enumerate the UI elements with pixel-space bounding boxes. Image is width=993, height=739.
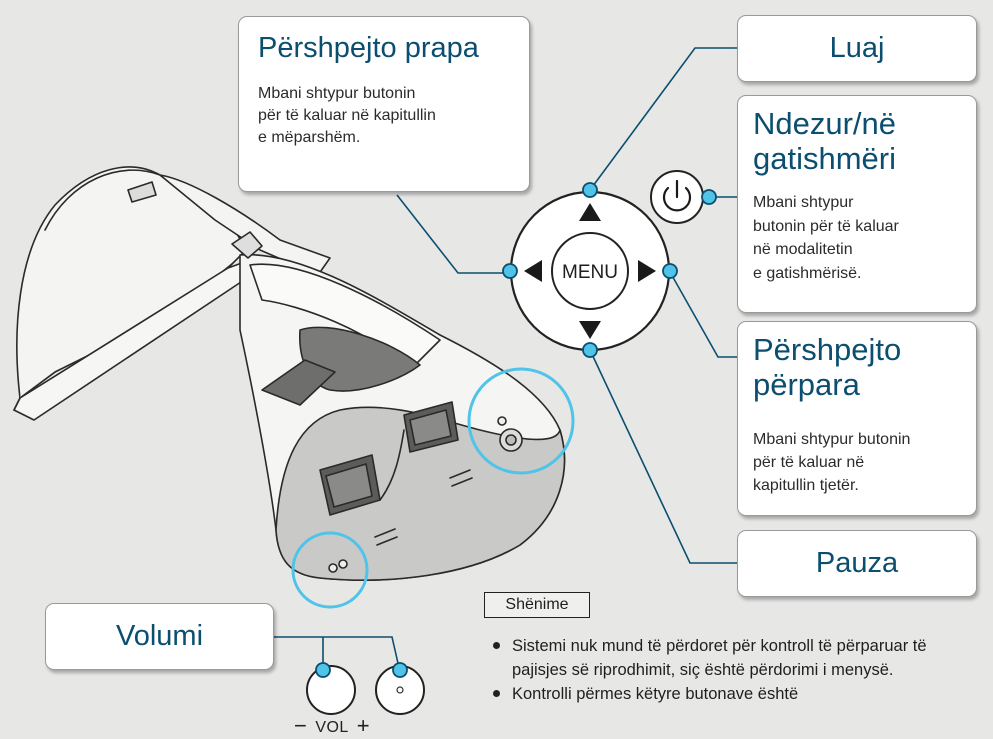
forward-desc-line: Mbani shtypur butonin [753,431,911,448]
play-title: Luaj [829,32,885,64]
pause-title: Pauza [815,547,899,579]
forward-title-line: përpara [753,367,860,402]
rewind-desc-line: e mëparshëm. [258,129,361,146]
arrow-up-icon[interactable] [579,203,601,221]
power-icon [662,179,692,212]
volume-title: Volumi [115,620,204,652]
callout-pause: Pauza [737,530,977,597]
power-desc-line: Mbani shtypur [753,194,854,211]
arrow-right-icon[interactable] [638,260,656,282]
menu-label[interactable]: MENU [562,262,618,283]
headset-illustration [13,166,566,581]
power-desc-line: në modalitetin [753,241,853,258]
callout-volume: Volumi [45,603,274,670]
button-highlight-circle-right [467,367,575,475]
notes-list: Sistemi nuk mund të përdoret për kontrol… [490,634,980,706]
forward-desc-line: kapitullin tjetër. [753,477,859,494]
callout-rewind: Përshpejto prapa Mbani shtypur butonin p… [238,16,530,192]
power-title-line: Ndezur/në [753,106,897,141]
note-item: Sistemi nuk mund të përdoret për kontrol… [490,634,980,682]
power-title-line: gatishmëri [753,141,896,176]
volume-minus-button[interactable] [306,665,356,715]
notes-heading: Shënime [484,592,590,618]
connector-dots [315,182,717,678]
power-desc-line: butonin për të kaluar [753,217,899,235]
forward-title-line: Përshpejto [753,332,902,367]
rewind-desc-line: për të kaluar në kapitullin [258,107,436,124]
leader-lines [274,47,738,673]
callout-power: Ndezur/në gatishmëri Mbani shtypur buton… [737,95,977,313]
rewind-title: Përshpejto prapa [258,32,479,64]
volume-plus-sign: + [356,713,371,738]
volume-text: VOL [315,719,349,736]
callout-forward: Përshpejto përpara Mbani shtypur butonin… [737,321,977,516]
rewind-desc-line: Mbani shtypur butonin [258,85,416,102]
note-item: Kontrolli përmes këtyre butonave është [490,682,980,706]
power-desc-line: e gatishmërisë. [753,264,862,282]
button-highlight-circle-bottom [291,531,369,609]
forward-desc-line: për të kaluar në [753,454,865,471]
volume-minus-sign: − [294,713,308,738]
volume-label-row: − VOL + [294,712,370,738]
callout-play: Luaj [737,15,977,82]
volume-plus-button[interactable] [375,665,425,715]
arrow-left-icon[interactable] [524,260,542,282]
arrow-down-icon[interactable] [579,321,601,339]
